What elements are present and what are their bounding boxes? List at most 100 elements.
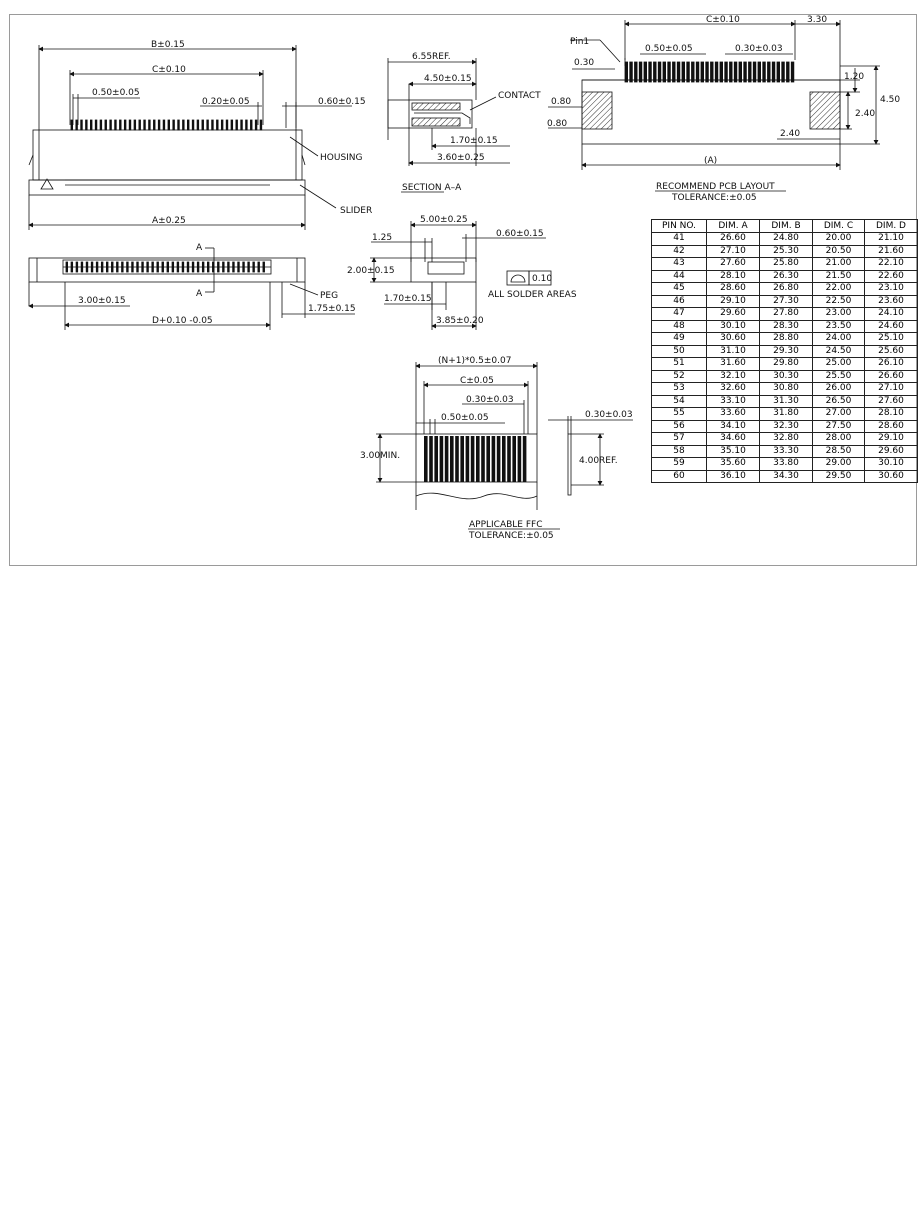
table-cell: 34.60 (706, 432, 760, 446)
slider-callout: SLIDER (340, 206, 372, 216)
pcb-pad (686, 61, 690, 83)
table-cell: 43 (651, 257, 707, 271)
pcb-080a-label: 0.80 (551, 97, 571, 107)
ffc-finger (465, 436, 470, 482)
pcb-pad (662, 61, 666, 83)
table-cell: 45 (651, 282, 707, 296)
table-cell: 33.80 (759, 457, 813, 471)
pcb-pad (681, 61, 685, 83)
contact-pin (126, 261, 129, 273)
contact-pin (254, 119, 258, 131)
table-cell: 32.10 (706, 369, 760, 383)
contact-pin (138, 119, 141, 131)
table-cell: 59 (651, 457, 707, 471)
ffc-finger (424, 436, 428, 482)
ffc-finger (450, 436, 454, 482)
dim-385-label: 3.85±0.20 (436, 316, 484, 326)
dim-020-label: 0.20±0.05 (202, 97, 250, 107)
table-cell: 30.10 (706, 319, 760, 333)
table-cell: 27.60 (706, 257, 760, 271)
table-cell: 26.80 (759, 282, 813, 296)
pcb-c-label: C±0.10 (706, 15, 740, 25)
contact-pin (206, 119, 209, 131)
contact-pin (153, 119, 156, 131)
table-cell: 48 (651, 319, 707, 333)
contact-pin (121, 261, 124, 273)
table-cell: 24.50 (812, 344, 865, 358)
contact-pin (65, 261, 69, 273)
contact-pin (128, 119, 132, 131)
section-title: SECTION A–A (402, 183, 462, 193)
pcb-050-label: 0.50±0.05 (645, 44, 693, 54)
table-cell: 25.10 (864, 332, 918, 346)
table-cell: 27.80 (759, 307, 813, 321)
contact-pin (133, 119, 137, 131)
pcb-pad (738, 61, 742, 83)
section-a-top: A (196, 243, 203, 253)
pcb-pad (776, 61, 780, 83)
contact-pin (176, 261, 180, 273)
contact-pin (90, 261, 94, 273)
contact-pin (257, 261, 260, 273)
pcb-pad (643, 61, 647, 83)
table-cell: 54 (651, 394, 707, 408)
contact-pin (123, 119, 127, 131)
table-cell: 28.00 (812, 432, 865, 446)
table-cell: 60 (651, 469, 707, 483)
ffc-finger (476, 436, 480, 482)
contact-pin (136, 261, 139, 273)
contact-pin (143, 119, 146, 131)
pcb-pad (714, 61, 719, 83)
contact-pin (116, 261, 119, 273)
pcb-030-label: 0.30±0.03 (735, 44, 783, 54)
contact-pin (186, 261, 190, 273)
table-cell: 29.10 (864, 432, 918, 446)
table-cell: 30.60 (706, 332, 760, 346)
table-cell: 31.80 (759, 407, 813, 421)
contact-pin (119, 119, 122, 131)
contact-pin (75, 119, 78, 131)
pcb-pad (657, 61, 662, 83)
contact-pin (90, 119, 93, 131)
contact-pin (220, 119, 224, 131)
pcb-pad (729, 61, 733, 83)
contact-pin (171, 261, 175, 273)
contact-pin (252, 261, 255, 273)
table-cell: 25.60 (864, 344, 918, 358)
pcb-pad (757, 61, 761, 83)
pcb-pad (790, 61, 795, 83)
table-cell: 55 (651, 407, 707, 421)
pcb-pad (786, 61, 790, 83)
table-cell: 20.50 (812, 244, 865, 258)
contact-pin (95, 261, 99, 273)
table-cell: 25.00 (812, 357, 865, 371)
table-cell: 26.10 (864, 357, 918, 371)
contact-pin (237, 261, 240, 273)
table-cell: 30.30 (759, 369, 813, 383)
pcb-layout (548, 20, 880, 192)
ffc-c-label: C±0.05 (460, 376, 494, 386)
pcb-pad (653, 61, 657, 83)
table-cell: 21.50 (812, 269, 865, 283)
dim-a-label: A±0.25 (152, 216, 186, 226)
contact-pin (75, 261, 79, 273)
table-cell: 22.10 (864, 257, 918, 271)
dim-300-label: 3.00±0.15 (78, 296, 126, 306)
contact-pin (70, 119, 74, 131)
table-cell: 28.60 (706, 282, 760, 296)
ffc-finger (502, 436, 506, 482)
table-cell: 26.00 (812, 382, 865, 396)
